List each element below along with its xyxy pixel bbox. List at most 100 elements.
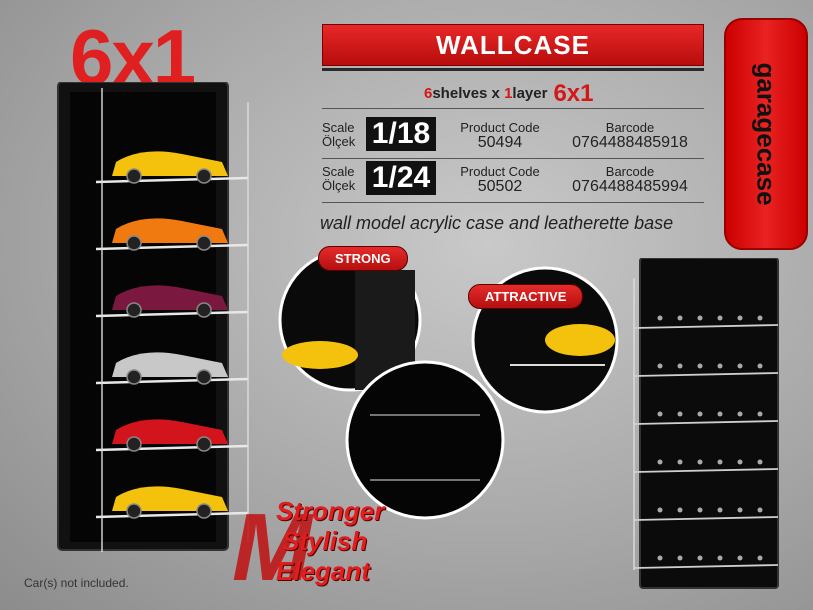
empty-case-shelves bbox=[633, 315, 779, 569]
strong-detail-car bbox=[282, 341, 358, 369]
scale-label-en: Scale bbox=[322, 164, 355, 179]
shelf-peg bbox=[757, 363, 763, 369]
shelf-peg bbox=[717, 315, 723, 321]
barcode-label: Barcode bbox=[605, 120, 655, 135]
scale-value: 1/24 bbox=[366, 161, 436, 195]
scale-label-tr: Ölçek bbox=[322, 134, 356, 149]
shelf-peg bbox=[757, 315, 763, 321]
title-banner: WALLCASE bbox=[322, 24, 704, 66]
attractive-badge: ATTRACTIVE bbox=[468, 284, 584, 309]
banner-underline bbox=[322, 68, 704, 71]
car-wheel bbox=[196, 302, 212, 318]
model-car bbox=[112, 151, 228, 176]
product-description: wall model acrylic case and leatherette … bbox=[320, 213, 674, 233]
shelf bbox=[95, 377, 249, 385]
product-code: 50502 bbox=[477, 178, 523, 195]
shelf-peg bbox=[657, 555, 663, 561]
product-code-label: Product Code bbox=[460, 164, 540, 179]
shelf-peg bbox=[677, 507, 683, 513]
shelves-text: shelves x bbox=[432, 85, 505, 102]
shelf-peg bbox=[657, 363, 663, 369]
shelves bbox=[95, 176, 249, 519]
empty-shelf bbox=[633, 564, 779, 569]
model-car bbox=[112, 486, 228, 511]
brand-name: garagecase bbox=[751, 62, 782, 206]
model-car bbox=[112, 285, 228, 310]
barcode-label: Barcode bbox=[605, 164, 655, 179]
model-car bbox=[112, 218, 228, 243]
empty-shelf bbox=[633, 516, 779, 521]
empty-shelf bbox=[633, 324, 779, 329]
shelf-peg bbox=[677, 555, 683, 561]
divider bbox=[322, 202, 704, 203]
shelf-peg bbox=[697, 411, 703, 417]
scale-label-en: Scale bbox=[322, 120, 355, 135]
empty-shelf bbox=[633, 372, 779, 377]
empty-shelf bbox=[633, 468, 779, 473]
slogan-elegant: Elegant bbox=[276, 556, 370, 586]
shelf-peg bbox=[657, 411, 663, 417]
shelf-peg bbox=[737, 411, 743, 417]
model-car bbox=[112, 352, 228, 377]
shelf-peg bbox=[717, 363, 723, 369]
car-wheel bbox=[196, 235, 212, 251]
shelf-pegs bbox=[370, 414, 480, 481]
product-code-label: Product Code bbox=[460, 120, 540, 135]
shelf-peg bbox=[657, 507, 663, 513]
scale-label: Scale Ölçek bbox=[322, 165, 355, 193]
shelf bbox=[95, 511, 249, 519]
shelf-peg bbox=[697, 315, 703, 321]
product-code: 50494 bbox=[477, 134, 523, 151]
shelf-peg bbox=[757, 555, 763, 561]
slogan-m-mark: M bbox=[232, 494, 312, 601]
scale-value: 1/18 bbox=[366, 117, 436, 151]
shelf-peg bbox=[677, 459, 683, 465]
car-wheel bbox=[126, 369, 142, 385]
brand-logo: garagecase bbox=[724, 18, 808, 250]
shelf-peg bbox=[717, 507, 723, 513]
shelf-peg bbox=[697, 507, 703, 513]
empty-shelf bbox=[633, 420, 779, 425]
shelf-peg bbox=[697, 363, 703, 369]
slogans: M Stronger Stylish Elegant bbox=[232, 494, 472, 601]
car-wheel bbox=[196, 503, 212, 519]
car-wheel bbox=[126, 503, 142, 519]
shelf-peg bbox=[737, 459, 743, 465]
shelf-peg bbox=[757, 459, 763, 465]
car-wheel bbox=[196, 369, 212, 385]
shelf-peg bbox=[697, 555, 703, 561]
shelf-peg bbox=[677, 363, 683, 369]
shelves-count: 6 bbox=[424, 85, 433, 102]
cars bbox=[112, 151, 228, 519]
subtitle-6x1: 6x1 bbox=[553, 80, 594, 107]
layer-text: layer bbox=[512, 85, 548, 102]
shelf-peg bbox=[677, 411, 683, 417]
shelf-peg bbox=[757, 507, 763, 513]
empty-wallcase-image bbox=[633, 258, 779, 589]
shelf-peg bbox=[677, 315, 683, 321]
shelf bbox=[95, 243, 249, 251]
car-wheel bbox=[126, 235, 142, 251]
strong-badge: STRONG bbox=[318, 246, 408, 271]
car-wheel bbox=[126, 168, 142, 184]
divider bbox=[322, 108, 704, 109]
slogan-stylish: Stylish bbox=[282, 526, 368, 556]
wallcase-product-image bbox=[57, 82, 249, 552]
shelf-peg bbox=[717, 459, 723, 465]
shelf bbox=[95, 310, 249, 318]
shelves-subtitle: 6shelves x 1layer 6x1 bbox=[424, 80, 594, 108]
car-wheel bbox=[196, 168, 212, 184]
barcode: 0764488485994 bbox=[572, 178, 688, 195]
shelf-peg bbox=[697, 459, 703, 465]
model-car bbox=[112, 419, 228, 444]
shelf-peg bbox=[737, 507, 743, 513]
shelf-peg bbox=[757, 411, 763, 417]
shelf bbox=[95, 176, 249, 184]
layer-count: 1 bbox=[504, 85, 513, 102]
disclaimer-note: Car(s) not included. bbox=[24, 576, 129, 590]
car-wheel bbox=[196, 436, 212, 452]
shelf-detail-circle bbox=[345, 360, 505, 520]
banner-title: WALLCASE bbox=[436, 29, 590, 60]
shelf-peg bbox=[657, 315, 663, 321]
scale-label: Scale Ölçek bbox=[322, 121, 355, 149]
